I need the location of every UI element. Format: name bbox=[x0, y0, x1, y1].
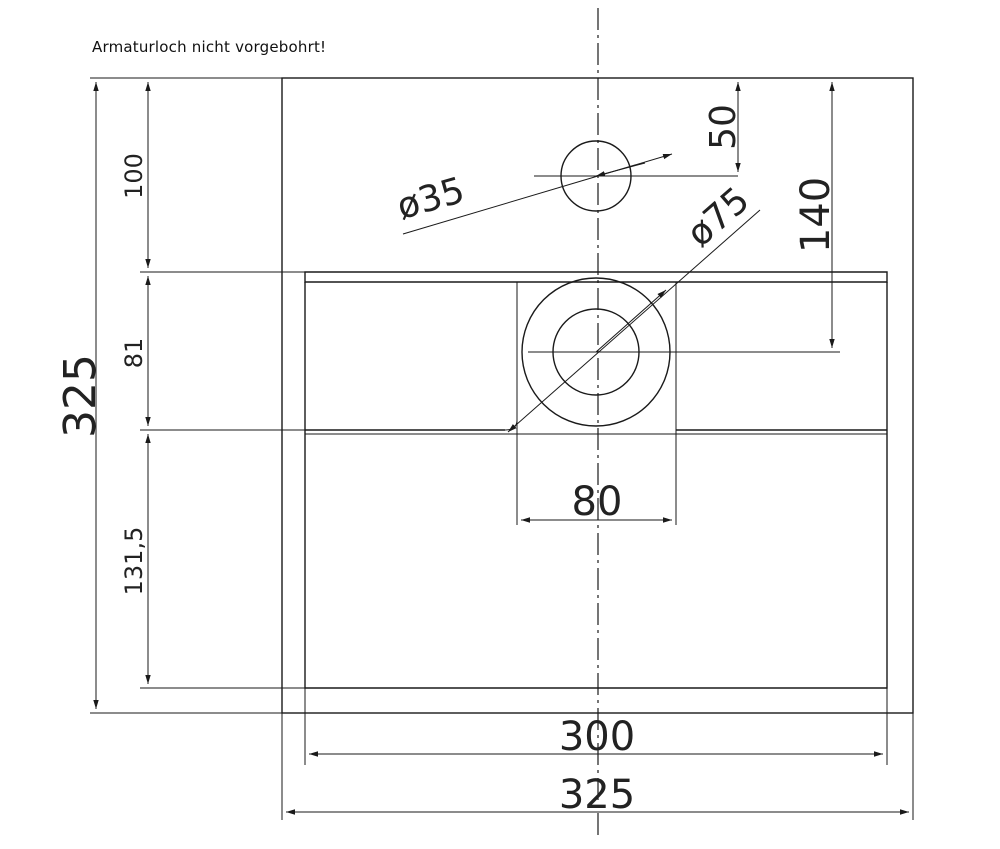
dim-top-to-rim: 100 bbox=[120, 153, 148, 199]
dim-drain-from-edge: 140 bbox=[793, 177, 839, 253]
drawing-note: Armaturloch nicht vorgebohrt! bbox=[92, 38, 327, 56]
dim-drain-dia: ø75 bbox=[679, 180, 757, 255]
dim-overall-width: 325 bbox=[559, 772, 635, 818]
dim-tap-hole-dia: ø35 bbox=[393, 170, 470, 228]
dim-rim-to-drain: 81 bbox=[120, 338, 148, 369]
dim-bowl-depth: 131,5 bbox=[120, 527, 148, 596]
bowl-rim bbox=[304, 271, 888, 283]
dim-overall-height: 325 bbox=[55, 354, 106, 438]
dim-drain-width: 80 bbox=[572, 479, 623, 525]
bowl-outline bbox=[304, 282, 888, 689]
dim-bowl-width: 300 bbox=[559, 714, 635, 760]
dim-tap-hole-from-edge: 50 bbox=[703, 104, 744, 150]
